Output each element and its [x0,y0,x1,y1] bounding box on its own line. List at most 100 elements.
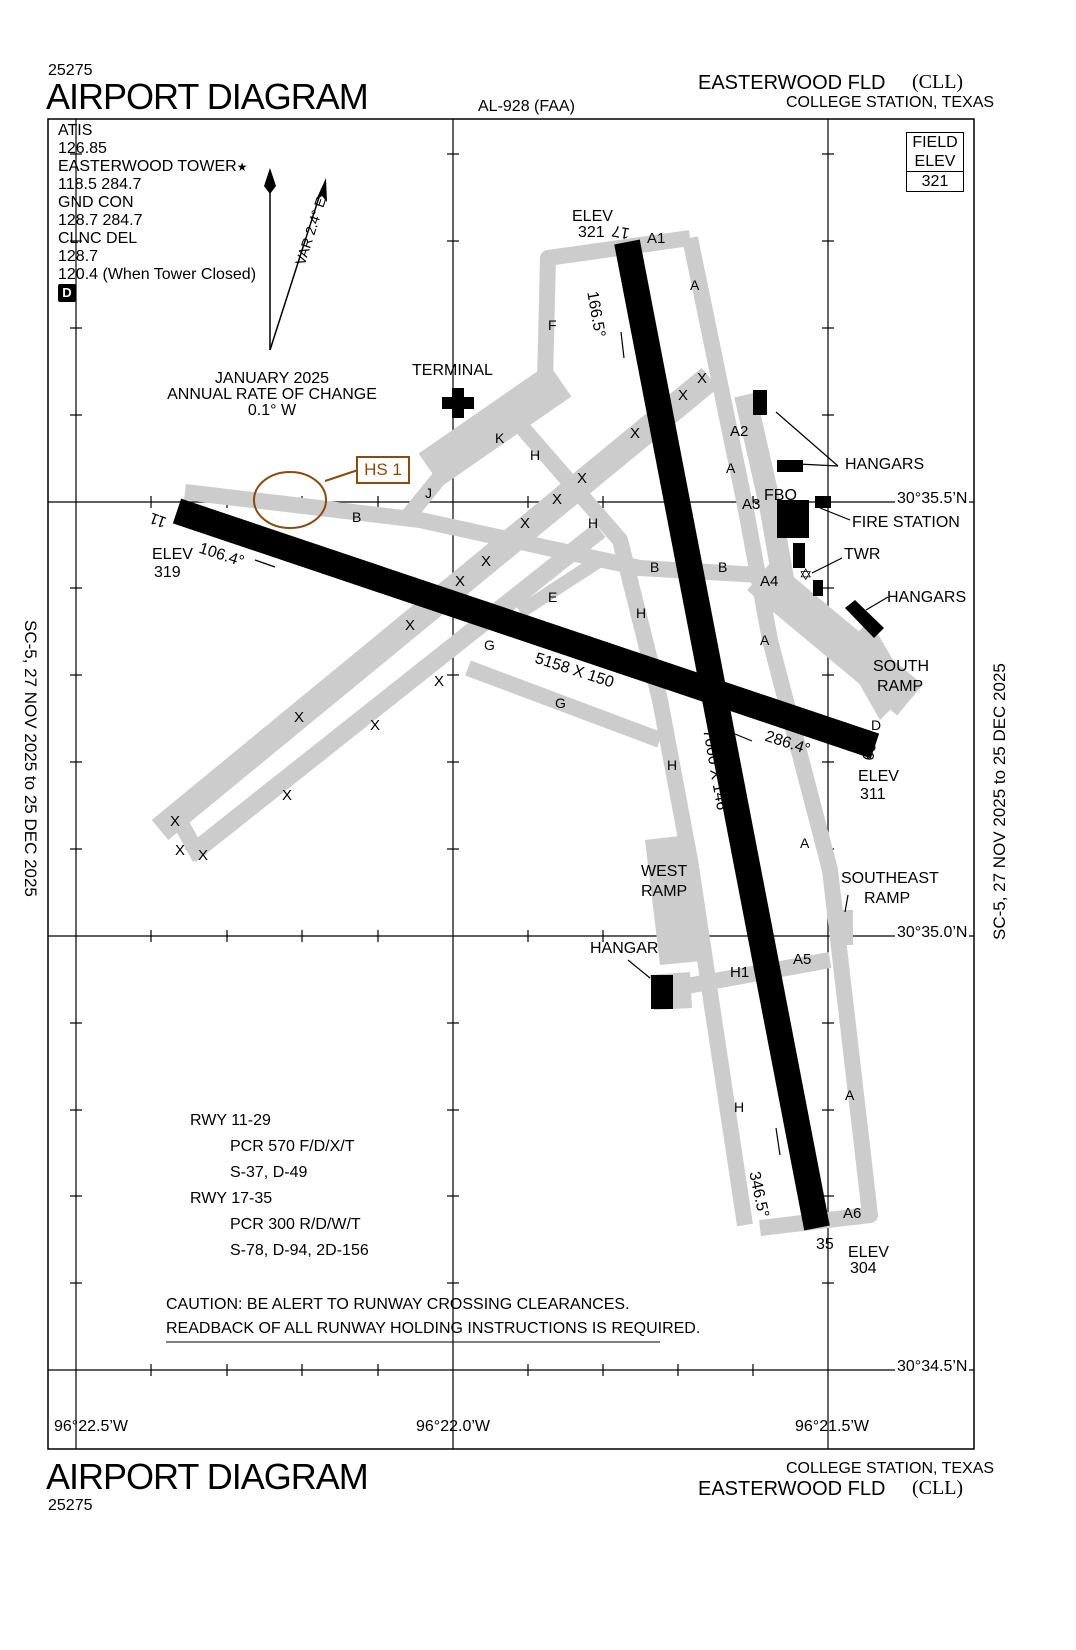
rate-line2: ANNUAL RATE OF CHANGE [167,386,377,403]
svg-text:B: B [352,509,361,525]
svg-text:A1: A1 [647,230,665,247]
west-ramp-label-2: RAMP [641,883,688,900]
true-north-arrow-icon [264,168,276,194]
ground-frequency: 128.7 284.7 [58,212,143,229]
comm-frequencies: ATIS 126.85 EASTERWOOD TOWER★ 118.5 284.… [58,122,256,284]
svg-text:A3: A3 [742,496,760,513]
ground-label: GND CON [58,194,134,211]
hot-spot-label[interactable]: HS 1 [356,456,410,484]
rwy17-number: 17 [610,221,632,242]
graticule-ticks [70,153,904,1376]
svg-text:A: A [690,277,700,293]
svg-text:H: H [588,515,598,531]
svg-text:X: X [455,573,465,590]
svg-text:A2: A2 [730,423,748,440]
svg-text:B: B [718,559,727,575]
svg-text:B: B [650,559,659,575]
west-ramp [645,835,712,965]
terminal-label: TERMINAL [412,362,493,379]
svg-text:A6: A6 [843,1205,861,1222]
svg-text:H: H [636,605,646,621]
taxiway-labels: A1 A F K H J B H B B E G G H H H A2 A A3… [170,230,881,1222]
rwy11-elev-label: ELEV [152,546,193,563]
building-3 [793,543,805,568]
tower-icon: ✡ [799,567,812,584]
star-icon: ★ [236,160,248,174]
airport-id-bottom: (CLL) [912,1477,964,1499]
field-elev-line1: FIELD [912,134,958,151]
hangar-1 [753,390,767,415]
svg-text:F: F [548,317,557,333]
tower-label: EASTERWOOD TOWER [58,158,237,175]
field-elev-line2: ELEV [914,153,956,170]
lat-label-1: 30°35.5’N [895,490,970,508]
tower-frequency: 118.5 284.7 [58,176,142,193]
svg-text:D: D [871,717,881,733]
tower-label: TWR [844,546,881,563]
svg-text:X: X [697,370,707,387]
location-top: COLLEGE STATION, TEXAS [786,94,995,111]
fbo-building [777,500,809,538]
svg-text:X: X [170,813,180,830]
svg-text:J: J [425,485,432,501]
heading-arrows [254,331,781,1156]
graticule [48,119,974,1449]
lon-label-3: 96°21.5’W [795,1418,869,1435]
svg-text:X: X [294,709,304,726]
svg-text:X: X [434,673,444,690]
runway-11-29 [172,498,880,759]
caution-line-2: READBACK OF ALL RUNWAY HOLDING INSTRUCTI… [166,1320,701,1337]
svg-text:X: X [630,425,640,442]
clearance-frequency: 128.7 [58,248,99,265]
airport-name-top: EASTERWOOD FLD [698,72,886,94]
svg-text:A4: A4 [760,573,778,590]
diagram-frame [47,118,975,1450]
building-4 [813,580,823,596]
west-ramp-label-1: WEST [641,863,688,880]
atis-frequency: 126.85 [58,140,107,157]
svg-text:X: X [577,470,587,487]
rate-line3: 0.1° W [247,402,297,419]
fbo-label: FBO [764,487,797,504]
hangar-row [845,600,884,638]
atis-label: ATIS [58,122,93,139]
magnetic-north-arrow-icon [316,178,327,202]
taxiway-h1 [663,952,832,998]
svg-text:A5: A5 [793,951,811,968]
rwy35-number: 35 [816,1236,834,1253]
svg-text:A: A [845,1087,855,1103]
field-elevation-box: FIELD ELEV 321 [906,132,964,192]
airport-name-bottom: EASTERWOOD FLD [698,1478,886,1500]
svg-text:G: G [555,695,566,711]
rwy35-elev-label: ELEV [848,1244,889,1261]
hot-spot-ellipse [253,471,327,529]
rwy-info-2-weight: S-78, D-94, 2D-156 [230,1242,369,1259]
runway-info: RWY 11-29 PCR 570 F/D/X/T S-37, D-49 RWY… [190,1108,369,1264]
taxiway-e [516,554,604,618]
svg-text:K: K [495,430,505,446]
hangars-label-south: HANGARS [887,589,967,606]
chart-title-top: AIRPORT DIAGRAM [46,76,369,117]
leader-lines [627,411,889,979]
field-elev-value: 321 [907,171,963,191]
lon-label-1: 96°22.5’W [54,1418,128,1435]
rwy17-elev-label: ELEV [572,208,613,225]
taxiway-g-east [465,660,663,748]
rwy29-elev: 311 [860,786,886,803]
svg-text:A: A [760,632,770,648]
svg-text:H: H [734,1099,744,1115]
rwy29-elev-label: ELEV [858,768,899,785]
rwy-info-2-pcr: PCR 300 R/D/W/T [230,1216,361,1233]
svg-text:X: X [370,717,380,734]
south-ramp [840,620,910,720]
caution-line-1: CAUTION: BE ALERT TO RUNWAY CROSSING CLE… [166,1296,630,1313]
fire-station-building [815,496,831,508]
rate-line1: JANUARY 2025 [214,370,330,387]
svg-text:H: H [667,757,677,773]
svg-text:X: X [520,515,530,532]
rwy35-elev: 304 [850,1260,877,1277]
clearance-frequency-alt: 120.4 (When Tower Closed) [58,266,257,283]
svg-text:X: X [481,553,491,570]
chart-title-bottom: AIRPORT DIAGRAM [46,1456,369,1497]
taxiway-f [537,230,692,381]
